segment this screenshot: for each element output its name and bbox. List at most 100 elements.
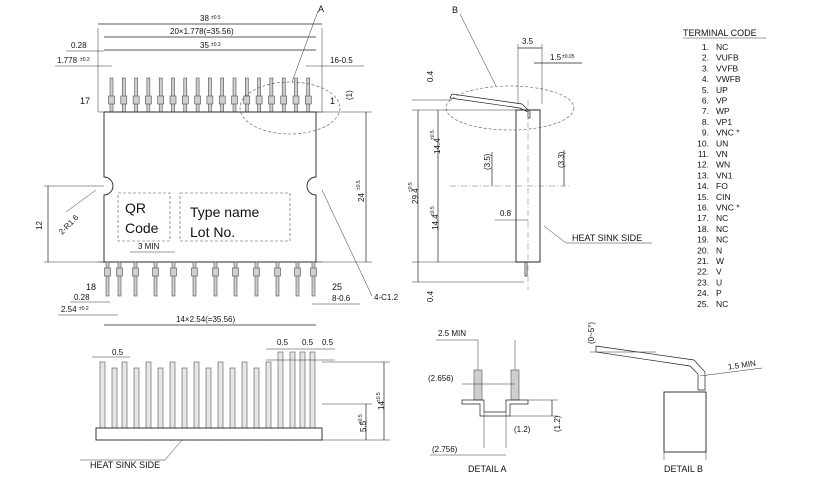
pin-1-label: 1 bbox=[330, 96, 335, 106]
terminal-number: 21. bbox=[697, 256, 709, 266]
detail-a-bend bbox=[461, 399, 529, 417]
dim-detail-b-15min: 1.5 MIN bbox=[727, 359, 756, 372]
dim-side-04-bot: 0.4 bbox=[426, 290, 435, 302]
pin-17-label: 17 bbox=[80, 96, 90, 106]
dim-3-min: 3 MIN bbox=[138, 242, 160, 251]
top-pin-shoulder bbox=[218, 95, 226, 105]
terminal-code-title: TERMINAL CODE bbox=[683, 28, 757, 38]
top-pin bbox=[146, 77, 151, 113]
top-pin-shoulder bbox=[268, 95, 275, 105]
qr-code-area bbox=[117, 192, 171, 242]
terminal-number: 18. bbox=[697, 224, 709, 234]
detail-b-region bbox=[445, 85, 575, 131]
terminal-name: VUFB bbox=[716, 53, 739, 63]
dim-lead-pitch: 1.778 bbox=[57, 56, 78, 65]
top-pin bbox=[269, 77, 274, 113]
terminal-number: 8. bbox=[702, 117, 709, 127]
bottom-pin bbox=[311, 261, 316, 297]
dim-height-24: 24 bbox=[357, 193, 366, 202]
dim-pitch-top: 20×1.778(=35.56) bbox=[170, 27, 234, 36]
top-pin bbox=[281, 77, 286, 113]
dim-height-12: 12 bbox=[35, 221, 44, 230]
dim-front-05-d: 0.5 bbox=[322, 338, 334, 347]
dim-side-35: 3.5 bbox=[522, 37, 534, 46]
dim-detail-b-angle: (0~5°) bbox=[587, 322, 596, 344]
terminal-number: 7. bbox=[702, 106, 709, 116]
top-pin bbox=[195, 77, 200, 113]
terminal-name: NC bbox=[716, 42, 728, 52]
terminal-name: VP bbox=[716, 96, 728, 106]
terminal-name: FO bbox=[716, 181, 728, 191]
dim-front-05-b: 0.5 bbox=[277, 338, 289, 347]
dim-side-15-tol: ±0.05 bbox=[562, 54, 575, 60]
top-pin-shoulder bbox=[231, 95, 238, 105]
terminal-name: VWFB bbox=[716, 74, 741, 84]
detail-a: 2.5 MIN (2.656) (1.2) (1.2) (2.756) DETA… bbox=[428, 329, 562, 474]
qr-label-line1: QR bbox=[125, 200, 146, 216]
dim-detail-a-12-a: (1.2) bbox=[514, 425, 531, 434]
terminal-name: WP bbox=[716, 106, 730, 116]
dim-detail-a-12-b: (1.2) bbox=[553, 415, 562, 432]
dim-side-04-top: 0.4 bbox=[426, 70, 435, 82]
terminal-number: 19. bbox=[697, 235, 709, 245]
bottom-pin bbox=[275, 261, 280, 297]
detail-b-body bbox=[663, 391, 707, 453]
bottom-pin-shoulder bbox=[152, 267, 159, 277]
bottom-pin-shoulder bbox=[253, 267, 260, 277]
bottom-pin bbox=[171, 261, 176, 297]
terminal-name: U bbox=[716, 277, 722, 287]
top-pin-row bbox=[108, 77, 312, 113]
bottom-pin bbox=[153, 261, 158, 297]
top-pin-shoulder bbox=[243, 95, 251, 105]
type-name-label: Type name bbox=[190, 204, 259, 220]
dim-side-144-bot-tol: ±0.5 bbox=[430, 206, 436, 216]
marking-area bbox=[179, 192, 291, 242]
dim-front-height-55-tol: ±0.5 bbox=[358, 414, 364, 424]
terminal-number: 2. bbox=[702, 53, 709, 63]
terminal-number: 4. bbox=[702, 74, 709, 84]
dim-lead-width: 16-0.5 bbox=[330, 56, 353, 65]
dim-lead-offset-b: 0.28 bbox=[74, 293, 90, 302]
terminal-name: P bbox=[716, 288, 722, 298]
front-lead bbox=[277, 351, 284, 441]
lot-no-label: Lot No. bbox=[190, 224, 235, 240]
bottom-pin-row bbox=[104, 261, 317, 297]
top-pin-shoulder bbox=[157, 95, 164, 105]
terminal-number: 1. bbox=[702, 42, 709, 52]
dim-inner-width: 35 bbox=[200, 41, 209, 50]
detail-a-marker: A bbox=[318, 4, 324, 14]
bottom-pin bbox=[105, 261, 110, 297]
top-pin bbox=[122, 77, 126, 113]
detail-b-title: DETAIL B bbox=[664, 464, 703, 474]
terminal-number: 15. bbox=[697, 192, 709, 202]
dim-height-24-tol: ±0.5 bbox=[356, 180, 362, 190]
terminal-name: WN bbox=[716, 160, 730, 170]
bottom-pin-shoulder bbox=[104, 267, 111, 277]
terminal-name: NC bbox=[716, 213, 728, 223]
bottom-pin-shoulder bbox=[132, 267, 139, 277]
terminal-name: V bbox=[716, 267, 722, 277]
qr-label-line2: Code bbox=[125, 220, 159, 236]
pin-25-label: 25 bbox=[332, 282, 342, 292]
dim-detail-a-25min: 2.5 MIN bbox=[438, 329, 466, 338]
dim-overall-width-tol: ±0.5 bbox=[211, 15, 221, 21]
terminal-name: VNC * bbox=[716, 128, 740, 138]
top-pin-shoulder bbox=[280, 95, 287, 105]
detail-b-lead bbox=[595, 345, 706, 391]
terminal-number: 17. bbox=[697, 213, 709, 223]
bottom-pin-shoulder bbox=[274, 267, 281, 277]
dim-front-05-c: 0.5 bbox=[302, 338, 314, 347]
dim-side-144-bot: 14.4 bbox=[431, 214, 440, 230]
terminal-name: NC bbox=[716, 299, 728, 309]
heat-sink-fins bbox=[99, 351, 316, 441]
terminal-name: UP bbox=[716, 85, 728, 95]
top-pin-shoulder bbox=[145, 95, 152, 105]
top-view: 38 ±0.5 20×1.778(=35.56) 35 ±0.3 0.28 1.… bbox=[35, 4, 399, 326]
top-pin bbox=[232, 77, 237, 113]
detail-b-marker: B bbox=[452, 5, 458, 15]
dim-detail-a-2756: (2.756) bbox=[432, 445, 458, 454]
dim-pitch-bottom: 14×2.54(=35.56) bbox=[176, 315, 235, 324]
dim-chamfer: 4-C1.2 bbox=[374, 293, 399, 302]
